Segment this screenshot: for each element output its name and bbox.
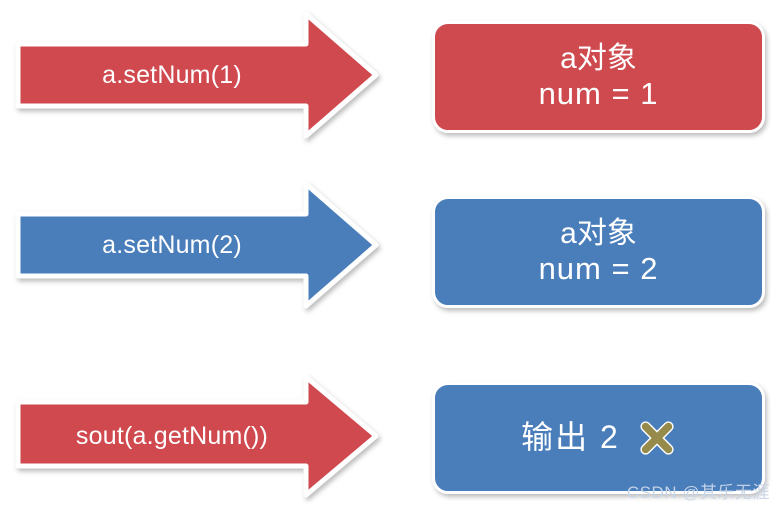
diagram-row-3: sout(a.getNum()) 输出 2 [0,360,782,513]
diagram-row-2: a.setNum(2) a对象 num = 2 [0,170,782,340]
object-box-2: a对象 num = 2 [432,196,765,308]
object-box-3-content: 输出 2 [521,419,676,457]
arrow-set-num-1: a.setNum(1) [14,10,380,140]
diagram-row-1: a.setNum(1) a对象 num = 1 [0,0,782,170]
object-box-1-line-2: num = 1 [538,76,659,112]
arrow-sout-get-num: sout(a.getNum()) [14,373,380,499]
object-box-2-line-1: a对象 [560,217,637,251]
object-box-1: a对象 num = 1 [432,21,765,133]
arrow-shape-red-2 [15,374,379,498]
arrow-shape-blue-1 [15,181,379,309]
object-box-2-line-2: num = 2 [538,251,659,287]
arrow-set-num-2: a.setNum(2) [14,180,380,310]
object-box-3: 输出 2 [432,382,765,494]
object-box-3-text: 输出 2 [521,419,620,456]
cross-mark-icon [640,421,674,455]
object-box-1-line-1: a对象 [560,42,637,76]
arrow-shape-red-1 [15,11,379,139]
